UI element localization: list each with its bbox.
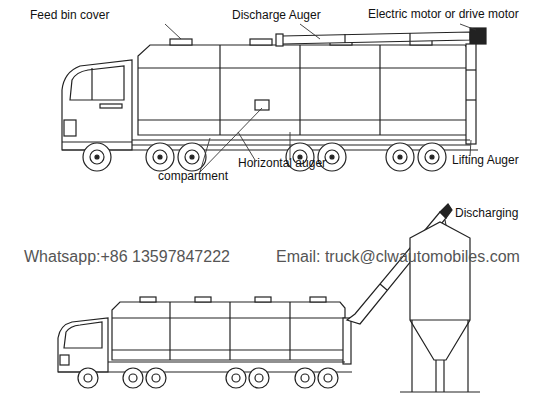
part-name: Lifting Auger	[452, 154, 519, 167]
part-name: Feed bin cover	[30, 9, 109, 22]
part-name: Discharging	[455, 207, 518, 220]
part-name: Horizontal auger	[238, 157, 326, 170]
contact-text: Whatsapp:+86 13597847222	[24, 248, 230, 266]
part-name: Discharge Auger	[232, 9, 321, 22]
contact-text: Email: truck@clwautomobiles.com	[276, 248, 520, 266]
part-name: compartment	[158, 170, 228, 183]
part-name: Electric motor or drive motor	[368, 8, 519, 21]
